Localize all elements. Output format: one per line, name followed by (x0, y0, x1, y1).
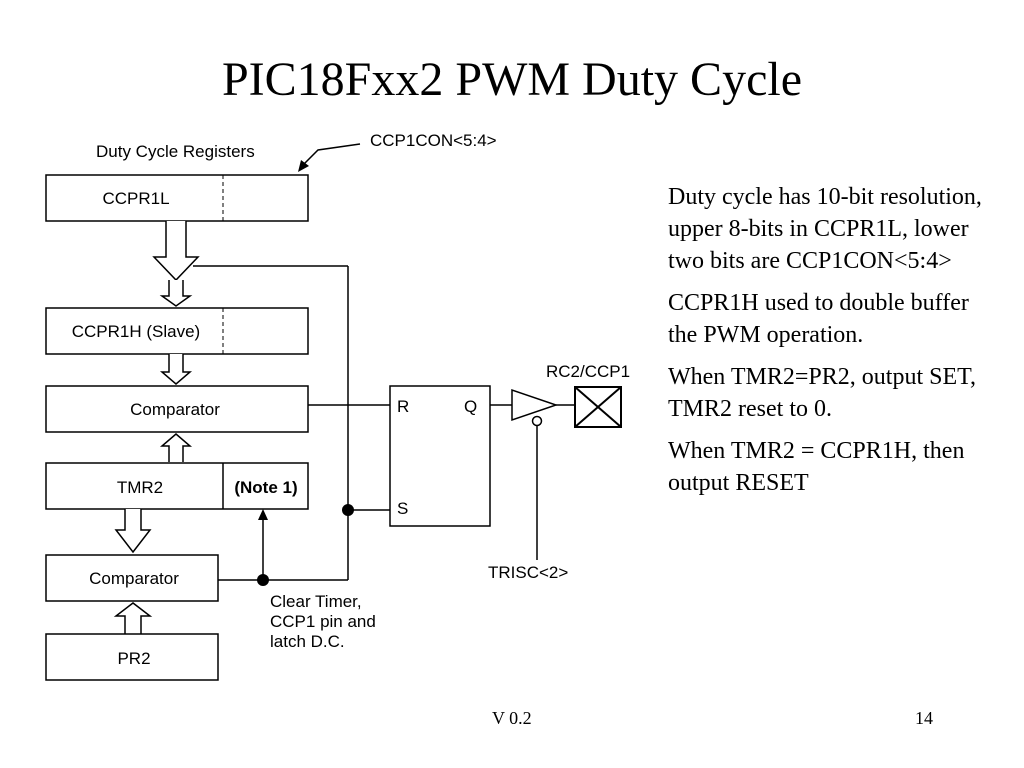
slide-title: PIC18Fxx2 PWM Duty Cycle (221, 53, 803, 106)
arrow-ccpr1l-to-ccpr1h-lower (159, 280, 193, 307)
duty-cycle-registers-label: Duty Cycle Registers (96, 142, 255, 161)
pr2-box (45, 633, 219, 681)
footer-page-number: 14 (915, 708, 933, 728)
clear-timer-line-1: Clear Timer, (270, 592, 362, 611)
footer-version: V 0.2 (492, 708, 532, 728)
comparator-bottom-label: Comparator (89, 569, 179, 588)
explanation-text: Duty cycle has 10-bit resolution, upper … (668, 181, 998, 509)
ccp1con-arrow (299, 143, 361, 169)
arrow-pr2-to-comparator (113, 602, 153, 634)
bullet-1: Duty cycle has 10-bit resolution, upper … (668, 184, 982, 274)
ccpr1h-label: CCPR1H (Slave) (72, 322, 200, 341)
clear-timer-line-2: CCP1 pin and (270, 612, 376, 631)
note-label: (Note 1) (234, 478, 297, 497)
latch-r-label: R (397, 397, 409, 416)
ccpr1h-box (45, 307, 309, 355)
junction-dot-latch-s (342, 504, 354, 516)
comparator-bottom-box (45, 554, 219, 602)
arrow-tmr2-to-comparator (159, 433, 193, 462)
buffer-enable-bubble (531, 415, 543, 427)
trisc-label: TRISC<2> (488, 563, 568, 582)
ccp1con-arrowhead (298, 160, 309, 172)
arrow-ccpr1h-to-comparator (159, 354, 193, 385)
pin-x-2 (574, 386, 622, 428)
bullet-3: When TMR2=PR2, output SET, TMR2 reset to… (668, 364, 976, 422)
latch-q-label: Q (464, 397, 477, 416)
clear-timer-arrowhead (258, 509, 268, 520)
comparator-top-box (45, 385, 309, 433)
clear-timer-line-3: latch D.C. (270, 632, 345, 651)
tmr2-box (45, 462, 309, 510)
sr-latch-box (389, 385, 491, 527)
ccpr1l-box (45, 174, 309, 222)
latch-s-label: S (397, 499, 408, 518)
output-buffer-triangle (511, 388, 559, 422)
bullet-2: CCPR1H used to double buffer the PWM ope… (668, 290, 969, 348)
comparator-top-label: Comparator (130, 400, 220, 419)
arrow-tmr2-to-bottom-comparator (114, 509, 152, 554)
bullet-4: When TMR2 = CCPR1H, then output RESET (668, 438, 965, 496)
ccpr1l-label: CCPR1L (102, 189, 169, 208)
tmr2-label: TMR2 (117, 478, 163, 497)
pr2-label: PR2 (117, 649, 150, 668)
ccp1con-label: CCP1CON<5:4> (370, 131, 497, 150)
pin-label: RC2/CCP1 (546, 362, 630, 381)
arrow-ccpr1l-to-ccpr1h (152, 221, 200, 282)
